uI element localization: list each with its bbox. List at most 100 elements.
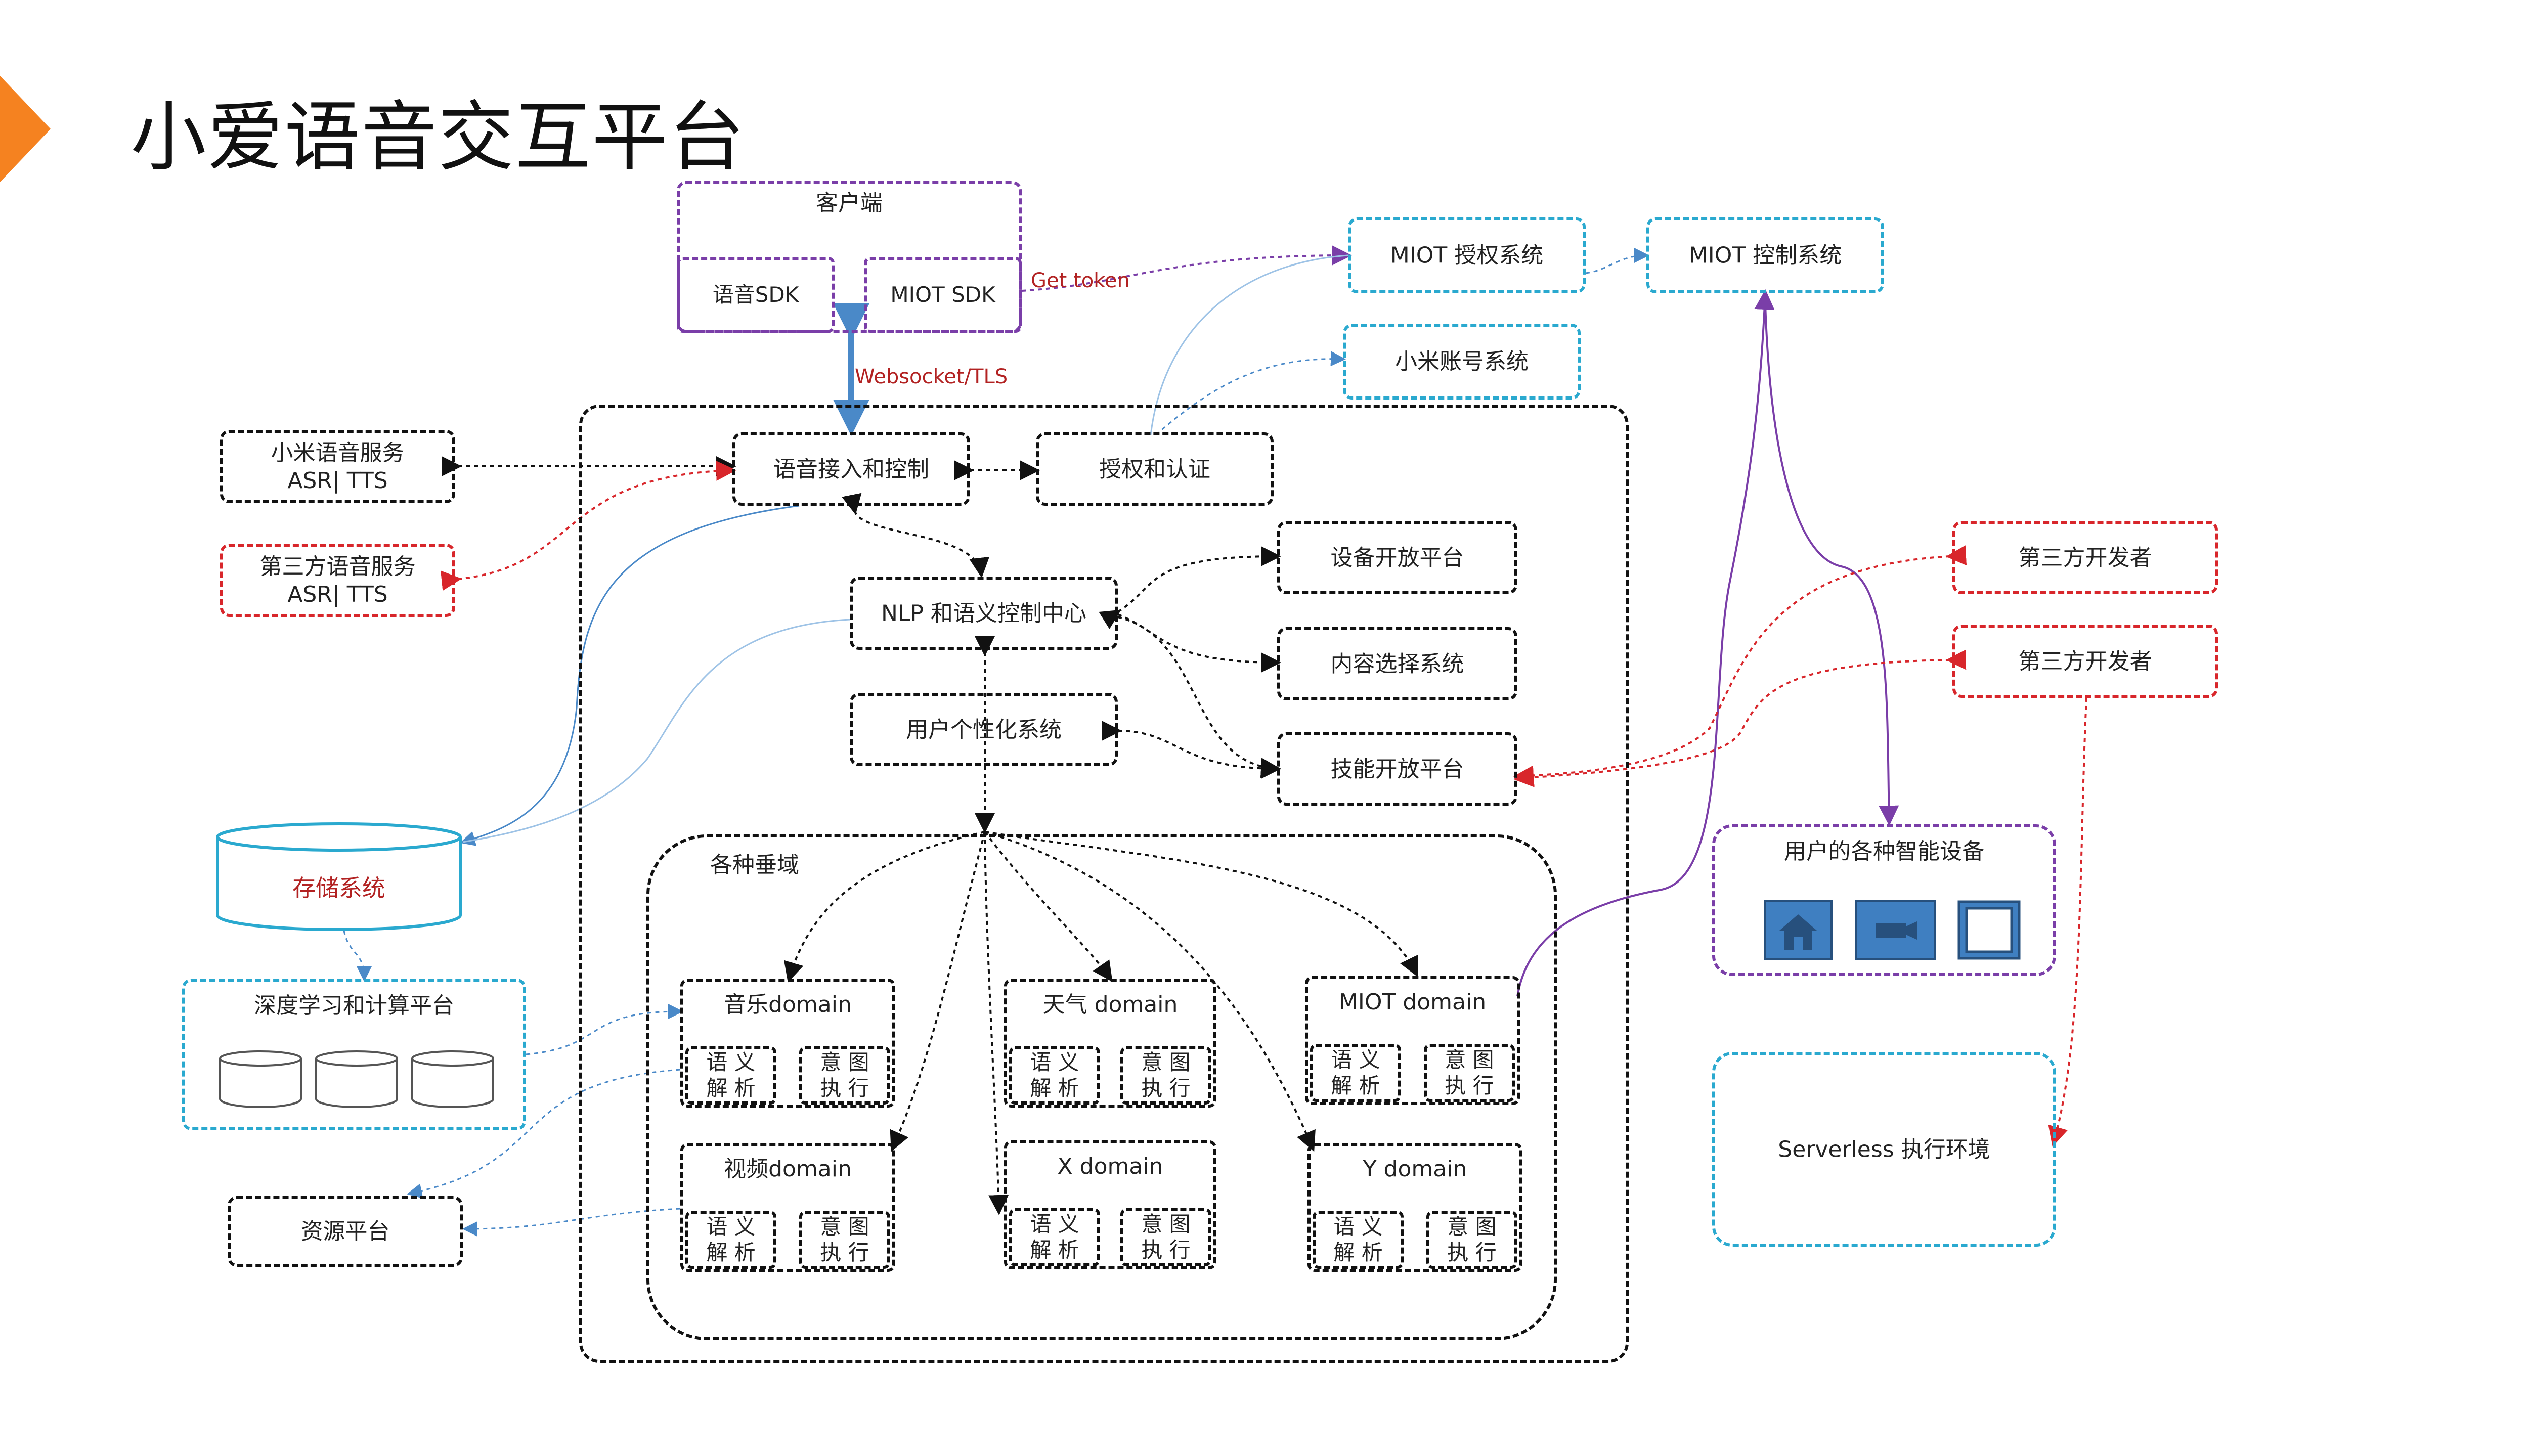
developer-label-1: 第三方开发者 — [2018, 545, 2152, 570]
semantic-parse-box: 语 义 解 析 — [1009, 1208, 1100, 1266]
edge-label-websocket: Websocket/TLS — [855, 365, 1008, 388]
serverless-label: Serverless 执行环境 — [1778, 1136, 1990, 1162]
personalization-box: 用户个性化系统 — [850, 693, 1118, 766]
edge-nlp-device — [1099, 546, 1281, 629]
domain-title: 视频domain — [724, 1156, 852, 1182]
voice-sdk-box: 语音SDK — [677, 257, 835, 333]
domain-box: 视频domain — [680, 1143, 895, 1272]
third-voice-box: 第三方语音服务 ASR| TTS — [220, 544, 455, 617]
edge-v-music — [783, 831, 985, 983]
client-title: 客户端 — [816, 190, 883, 216]
edge-miot-auth-control — [1585, 248, 1649, 274]
intent-exec-box: 意 图 执 行 — [1120, 1046, 1211, 1105]
miot-control-label: MIOT 控制系统 — [1688, 242, 1842, 269]
domain-box: 天气 domain — [1004, 979, 1216, 1108]
verticals-container: 各种垂域 — [646, 834, 1557, 1340]
developer-box-2: 第三方开发者 — [1952, 625, 2218, 698]
miot-control-box: MIOT 控制系统 — [1646, 217, 1884, 293]
domain-title: 音乐domain — [724, 992, 852, 1018]
edge-miot-devices — [1764, 303, 1899, 826]
serverless-box: Serverless 执行环境 — [1712, 1052, 2056, 1247]
dl-database-icons — [219, 1050, 494, 1108]
resource-platform-box: 资源平台 — [228, 1196, 463, 1267]
edge-video-resource — [462, 1208, 681, 1237]
devices-title: 用户的各种智能设备 — [1784, 839, 1984, 864]
edge-personal-skill — [1101, 720, 1281, 779]
edge-v-miot — [984, 831, 1418, 978]
edge-v-y — [984, 831, 1316, 1152]
camera-icon — [1855, 900, 1936, 960]
device-open-box: 设备开放平台 — [1277, 521, 1517, 594]
domain-box: MIOT domain — [1305, 976, 1520, 1105]
miot-auth-label: MIOT 授权系统 — [1390, 242, 1544, 269]
intent-exec-box: 意 图 执 行 — [1424, 1044, 1515, 1102]
personalization-label: 用户个性化系统 — [906, 717, 1062, 742]
edge-v-video — [890, 831, 986, 1152]
developer-label-2: 第三方开发者 — [2018, 648, 2152, 674]
verticals-title: 各种垂域 — [710, 852, 799, 878]
edge-access-storage — [460, 505, 800, 846]
edge-v-x — [984, 831, 1009, 1215]
domain-title: 天气 domain — [1042, 992, 1178, 1018]
semantic-parse-box: 语 义 解 析 — [685, 1046, 776, 1105]
device-open-label: 设备开放平台 — [1330, 545, 1464, 570]
edge-label-get-token: Get token — [1031, 269, 1130, 292]
edge-storage-dl — [343, 930, 372, 982]
house-icon — [1764, 900, 1833, 960]
auth-label: 授权和认证 — [1099, 456, 1210, 482]
intent-exec-box: 意 图 执 行 — [1120, 1208, 1211, 1266]
edge-get-token — [1021, 245, 1352, 292]
semantic-parse-box: 语 义 解 析 — [1009, 1046, 1100, 1105]
domain-box: X domain — [1004, 1140, 1216, 1269]
storage-cylinder — [216, 822, 462, 931]
semantic-parse-box: 语 义 解 析 — [685, 1211, 776, 1269]
domain-box: Y domain — [1307, 1143, 1522, 1272]
xiaomi-voice-label: 小米语音服务 ASR| TTS — [271, 439, 405, 494]
content-select-box: 内容选择系统 — [1277, 627, 1517, 700]
edge-dl-music — [526, 1004, 683, 1055]
content-select-label: 内容选择系统 — [1330, 651, 1464, 677]
edge-dev2-skill — [1513, 649, 1967, 787]
devices-box: 用户的各种智能设备 — [1712, 824, 2056, 976]
voice-access-box: 语音接入和控制 — [732, 432, 970, 506]
edge-access-nlp — [841, 493, 990, 578]
miot-sdk-label: MIOT SDK — [890, 282, 995, 307]
dl-platform-box: 深度学习和计算平台 — [182, 979, 526, 1130]
edge-dev2-serverless — [2048, 697, 2087, 1147]
intent-exec-box: 意 图 执 行 — [799, 1046, 890, 1105]
skill-open-label: 技能开放平台 — [1330, 756, 1464, 782]
third-voice-label: 第三方语音服务 ASR| TTS — [259, 553, 416, 607]
edge-auth-miot-auth — [1150, 254, 1348, 435]
edge-third-voice — [441, 460, 736, 591]
nlp-label: NLP 和语义控制中心 — [881, 600, 1086, 626]
account-box: 小米账号系统 — [1343, 324, 1581, 400]
voice-access-label: 语音接入和控制 — [773, 456, 929, 482]
intent-exec-box: 意 图 执 行 — [799, 1211, 890, 1269]
client-box: 客户端 — [677, 181, 1022, 333]
auth-box: 授权和认证 — [1036, 432, 1274, 506]
domain-title: X domain — [1057, 1154, 1163, 1179]
miot-auth-box: MIOT 授权系统 — [1348, 217, 1586, 293]
skill-open-box: 技能开放平台 — [1277, 732, 1517, 806]
platform-container — [579, 405, 1629, 1363]
nlp-box: NLP 和语义控制中心 — [850, 577, 1118, 650]
account-label: 小米账号系统 — [1395, 348, 1529, 375]
domain-title: Y domain — [1363, 1156, 1467, 1182]
edge-v-weather — [984, 831, 1113, 982]
voice-sdk-label: 语音SDK — [712, 282, 799, 307]
developer-box-1: 第三方开发者 — [1952, 521, 2218, 594]
semantic-parse-box: 语 义 解 析 — [1310, 1044, 1401, 1102]
storage-label: 存储系统 — [292, 874, 385, 902]
semantic-parse-box: 语 义 解 析 — [1313, 1211, 1404, 1269]
xiaomi-voice-box: 小米语音服务 ASR| TTS — [220, 430, 455, 503]
intent-exec-box: 意 图 执 行 — [1426, 1211, 1517, 1269]
screen-icon — [1957, 900, 2021, 960]
page-title: 小爱语音交互平台 — [130, 94, 746, 182]
dl-platform-label: 深度学习和计算平台 — [254, 993, 454, 1019]
domain-box: 音乐domain — [680, 979, 895, 1108]
resource-platform-label: 资源平台 — [300, 1218, 390, 1245]
miot-sdk-box: MIOT SDK — [864, 257, 1022, 333]
domain-title: MIOT domain — [1338, 989, 1487, 1015]
